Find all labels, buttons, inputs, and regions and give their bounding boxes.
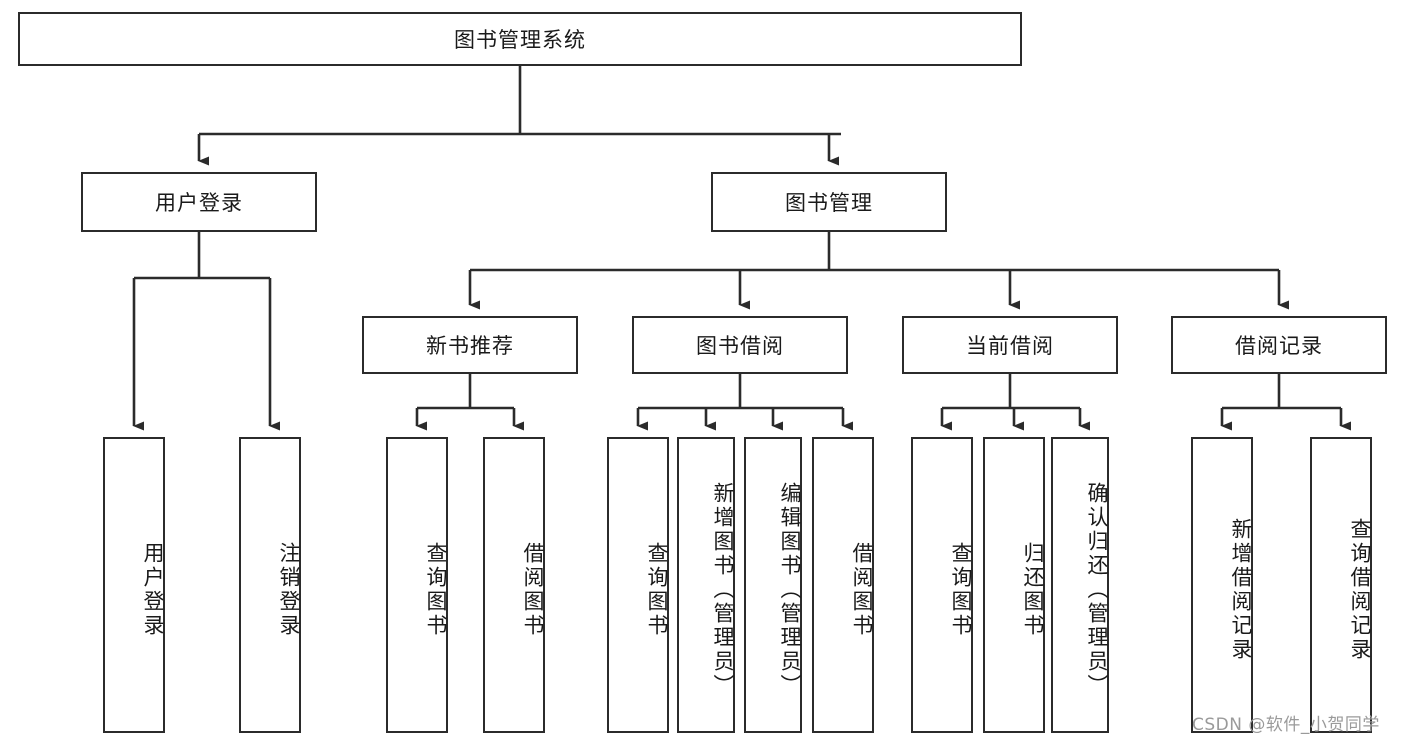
- node-root[interactable]: 图书管理系统: [18, 12, 1022, 66]
- node-book-manage-label: 图书管理: [785, 191, 873, 215]
- node-current-borrow-label: 当前借阅: [966, 334, 1054, 358]
- leaf-query-book-current-label: 查询图书: [949, 542, 973, 638]
- leaf-edit-book[interactable]: 编辑图书（管理员）: [744, 437, 802, 733]
- node-book-borrow[interactable]: 图书借阅: [632, 316, 848, 374]
- leaf-return-book-label: 归还图书: [1021, 542, 1045, 638]
- leaf-logout-label: 注销登录: [277, 542, 301, 638]
- leaf-add-record[interactable]: 新增借阅记录: [1191, 437, 1253, 733]
- node-new-book-recommend-label: 新书推荐: [426, 334, 514, 358]
- node-book-borrow-label: 图书借阅: [696, 334, 784, 358]
- leaf-user-login-label: 用户登录: [141, 542, 165, 638]
- csdn-watermark: CSDN @软件_小贺同学: [1192, 715, 1380, 735]
- leaf-add-book[interactable]: 新增图书（管理员）: [677, 437, 735, 733]
- leaf-query-book-current[interactable]: 查询图书: [911, 437, 973, 733]
- leaf-borrow-book[interactable]: 借阅图书: [812, 437, 874, 733]
- leaf-confirm-return[interactable]: 确认归还（管理员）: [1051, 437, 1109, 733]
- node-borrow-record[interactable]: 借阅记录: [1171, 316, 1387, 374]
- leaf-borrow-book-label: 借阅图书: [850, 542, 874, 638]
- node-new-book-recommend[interactable]: 新书推荐: [362, 316, 578, 374]
- node-borrow-record-label: 借阅记录: [1235, 334, 1323, 358]
- leaf-query-book-recommend-label: 查询图书: [424, 542, 448, 638]
- leaf-borrow-book-recommend-label: 借阅图书: [521, 542, 545, 638]
- node-current-borrow[interactable]: 当前借阅: [902, 316, 1118, 374]
- leaf-user-login[interactable]: 用户登录: [103, 437, 165, 733]
- leaf-query-record[interactable]: 查询借阅记录: [1310, 437, 1372, 733]
- node-book-manage[interactable]: 图书管理: [711, 172, 947, 232]
- leaf-edit-book-label: 编辑图书（管理员）: [778, 482, 802, 698]
- leaf-add-book-label: 新增图书（管理员）: [711, 482, 735, 698]
- leaf-query-book-borrow[interactable]: 查询图书: [607, 437, 669, 733]
- leaf-query-book-borrow-label: 查询图书: [645, 542, 669, 638]
- leaf-return-book[interactable]: 归还图书: [983, 437, 1045, 733]
- node-user-login[interactable]: 用户登录: [81, 172, 317, 232]
- leaf-confirm-return-label: 确认归还（管理员）: [1085, 482, 1109, 698]
- leaf-query-book-recommend[interactable]: 查询图书: [386, 437, 448, 733]
- leaf-query-record-label: 查询借阅记录: [1348, 518, 1372, 662]
- node-root-label: 图书管理系统: [454, 28, 586, 52]
- leaf-add-record-label: 新增借阅记录: [1229, 518, 1253, 662]
- leaf-borrow-book-recommend[interactable]: 借阅图书: [483, 437, 545, 733]
- node-user-login-label: 用户登录: [155, 191, 243, 215]
- leaf-logout[interactable]: 注销登录: [239, 437, 301, 733]
